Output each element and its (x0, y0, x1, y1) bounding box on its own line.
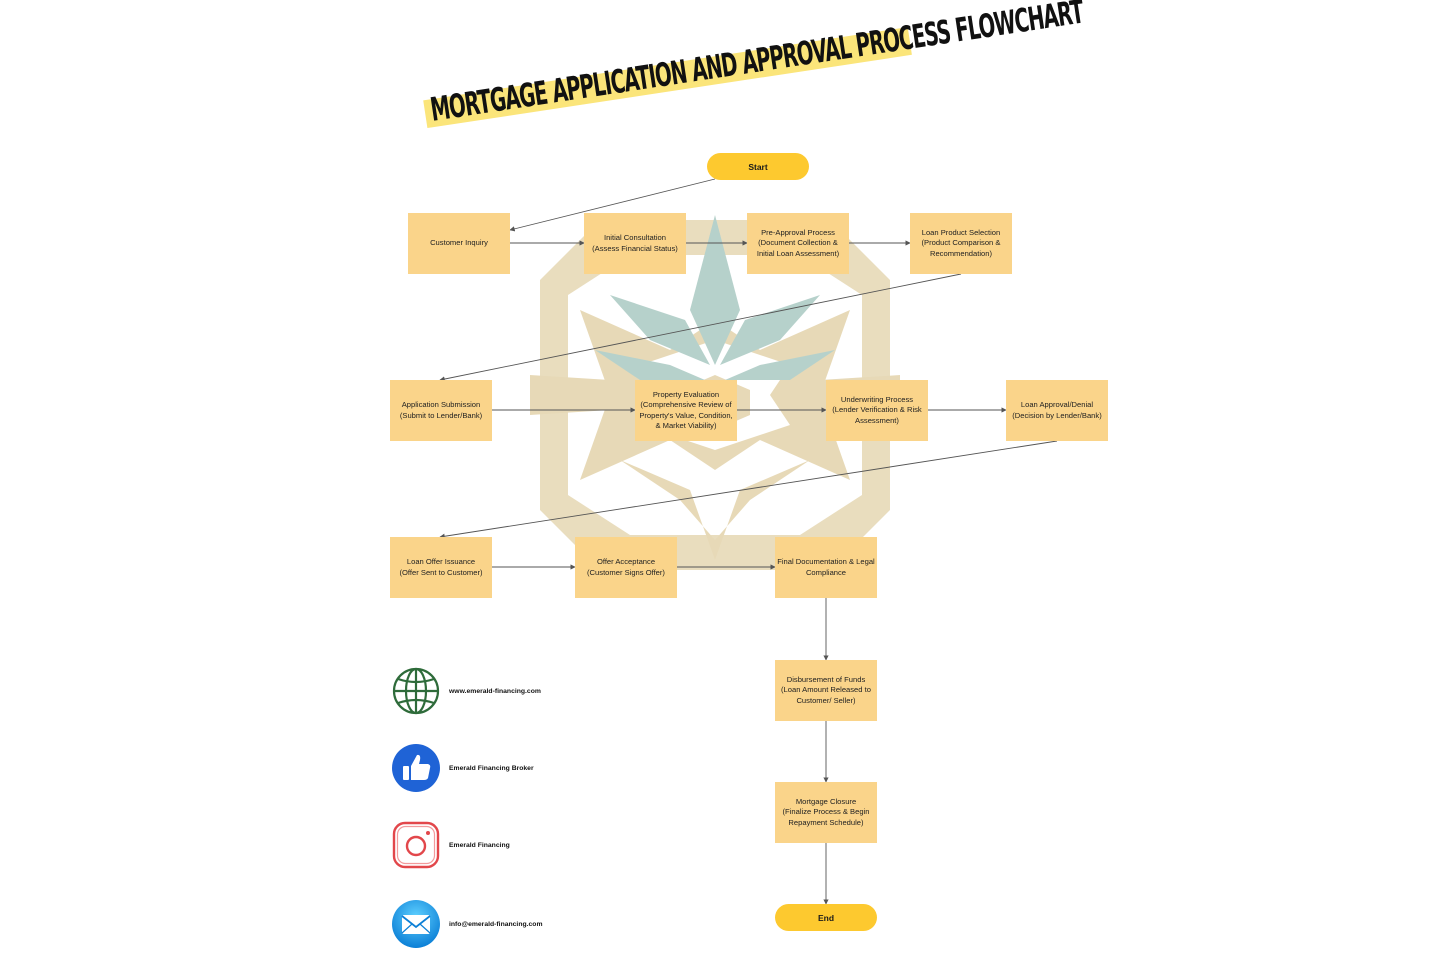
step-customer-inquiry: Customer Inquiry (408, 213, 510, 274)
instagram-label[interactable]: Emerald Financing (449, 841, 510, 849)
connector-start-inquiry (509, 178, 716, 232)
connector-approval-offer (439, 440, 1058, 539)
end-terminal: End (775, 904, 877, 931)
contact-email[interactable]: info@emerald-financing.com (391, 899, 543, 949)
contact-facebook[interactable]: Emerald Financing Broker (391, 743, 534, 793)
email-label[interactable]: info@emerald-financing.com (449, 920, 543, 928)
connector-selection-submission (439, 273, 962, 382)
step-loan-approval: Loan Approval/Denial (Decision by Lender… (1006, 380, 1108, 441)
facebook-label[interactable]: Emerald Financing Broker (449, 764, 534, 772)
step-property-evaluation: Property Evaluation (Comprehensive Revie… (635, 380, 737, 441)
step-loan-product-selection: Loan Product Selection (Product Comparis… (910, 213, 1012, 274)
step-initial-consultation: Initial Consultation (Assess Financial S… (584, 213, 686, 274)
step-underwriting: Underwriting Process (Lender Verificatio… (826, 380, 928, 441)
start-terminal: Start (707, 153, 809, 180)
step-loan-offer: Loan Offer Issuance (Offer Sent to Custo… (390, 537, 492, 598)
website-label[interactable]: www.emerald-financing.com (449, 687, 541, 695)
instagram-icon (392, 821, 440, 869)
contact-website[interactable]: www.emerald-financing.com (391, 666, 541, 716)
step-disbursement: Disbursement of Funds (Loan Amount Relea… (775, 660, 877, 721)
mail-icon (392, 900, 440, 948)
step-mortgage-closure: Mortgage Closure (Finalize Process & Beg… (775, 782, 877, 843)
step-pre-approval: Pre-Approval Process (Document Collectio… (747, 213, 849, 274)
contact-instagram[interactable]: Emerald Financing (391, 820, 510, 870)
thumbs-up-icon (392, 744, 440, 792)
step-offer-acceptance: Offer Acceptance (Customer Signs Offer) (575, 537, 677, 598)
step-application-submission: Application Submission (Submit to Lender… (390, 380, 492, 441)
step-final-documentation: Final Documentation & Legal Compliance (775, 537, 877, 598)
globe-icon (392, 667, 440, 715)
